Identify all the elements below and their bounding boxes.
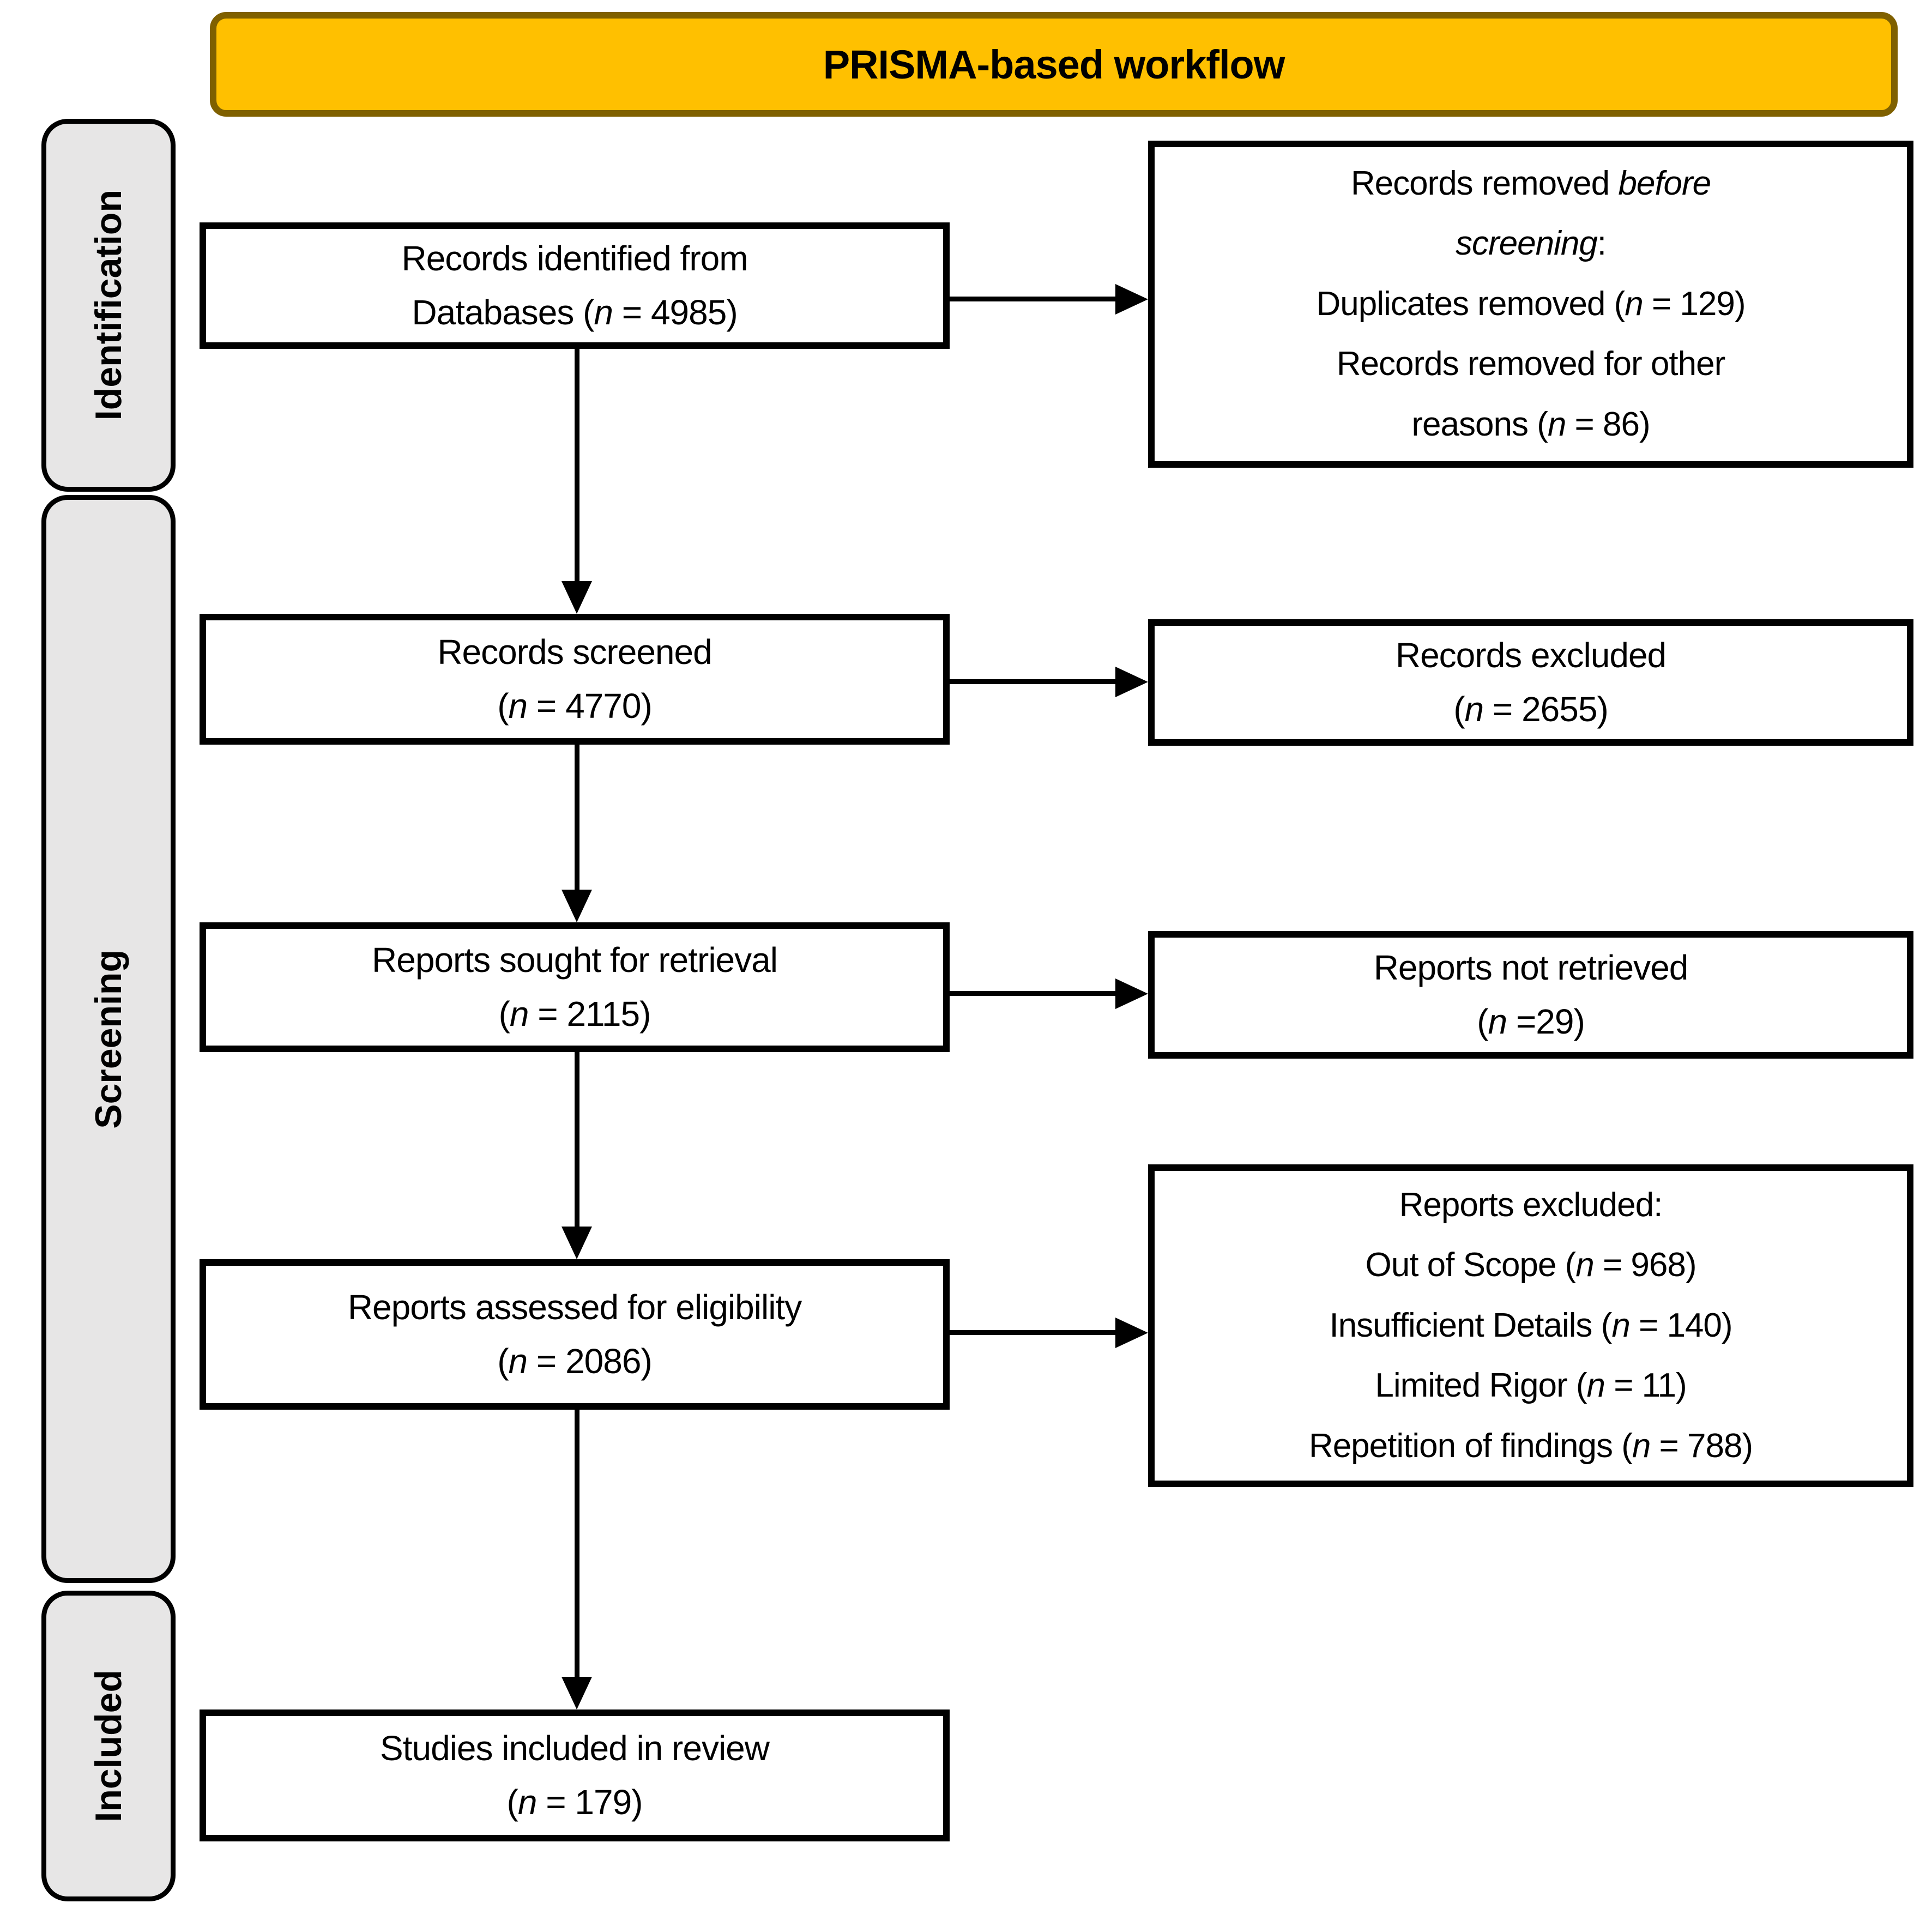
arrowhead-right-icon	[1115, 667, 1148, 697]
box-reports-sought: Reports sought for retrieval(n = 2115)	[200, 922, 950, 1052]
arrow-shaft	[950, 297, 1115, 301]
arrowhead-down-icon	[562, 581, 592, 614]
arrowhead-down-icon	[562, 1227, 592, 1259]
arrow-shaft	[575, 1410, 579, 1677]
stage-included: Included	[41, 1591, 176, 1901]
arrow-shaft	[950, 1330, 1115, 1335]
arrowhead-right-icon	[1115, 978, 1148, 1009]
arrow-shaft	[575, 745, 579, 890]
arrowhead-down-icon	[562, 890, 592, 922]
stage-screening-label: Screening	[88, 949, 129, 1129]
stage-included-label: Included	[88, 1670, 129, 1822]
workflow-title-banner: PRISMA-based workflow	[210, 12, 1898, 117]
stage-identification: Identification	[41, 119, 176, 492]
arrowhead-down-icon	[562, 1677, 592, 1709]
arrow-shaft	[575, 349, 579, 581]
arrow-shaft	[575, 1052, 579, 1227]
box-records-excluded: Records excluded(n = 2655)	[1148, 619, 1913, 746]
box-reports-not-retrieved: Reports not retrieved(n =29)	[1148, 931, 1913, 1059]
workflow-title: PRISMA-based workflow	[823, 41, 1285, 87]
arrowhead-right-icon	[1115, 284, 1148, 315]
arrowhead-right-icon	[1115, 1318, 1148, 1348]
stage-screening: Screening	[41, 495, 176, 1583]
arrow-shaft	[950, 679, 1115, 684]
stage-identification-label: Identification	[88, 190, 129, 421]
box-reports-excluded: Reports excluded:Out of Scope (n = 968)I…	[1148, 1164, 1913, 1487]
box-records-screened: Records screened(n = 4770)	[200, 614, 950, 745]
box-studies-included: Studies included in review(n = 179)	[200, 1709, 950, 1841]
arrow-shaft	[950, 991, 1115, 996]
box-reports-assessed: Reports assessed for eligibility(n = 208…	[200, 1259, 950, 1410]
